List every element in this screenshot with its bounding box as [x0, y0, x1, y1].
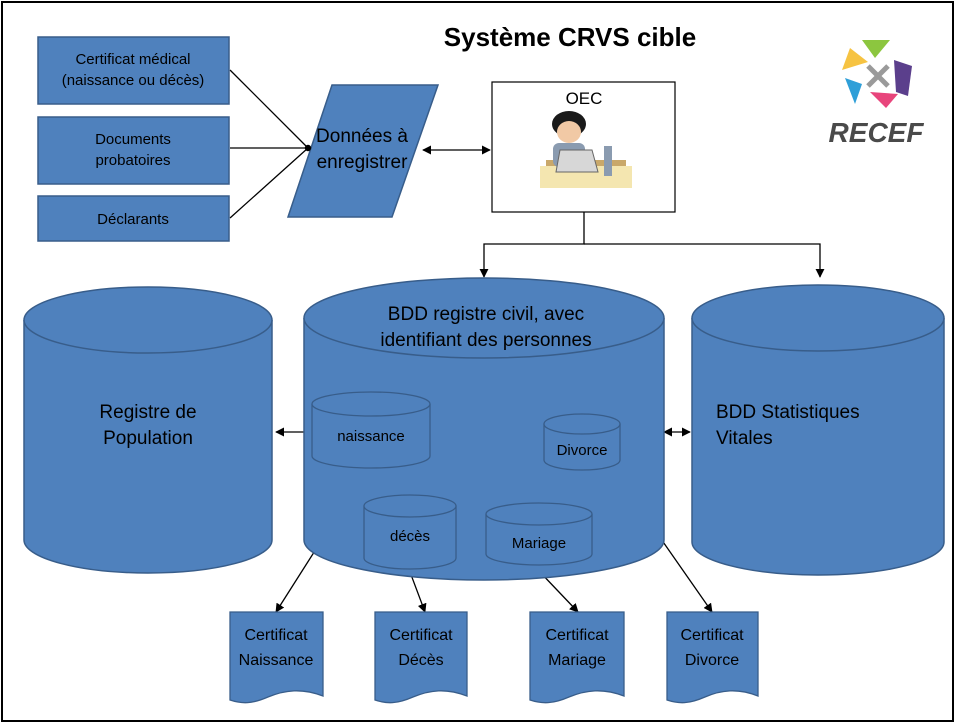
population-register-db: Registre de Population	[23, 286, 273, 574]
connector-death-certificate	[409, 571, 427, 613]
vital-statistics-db: BDD Statistiques Vitales	[691, 284, 945, 576]
input-box-medical-line2: (naissance ou décès)	[62, 72, 205, 89]
officer-box: OEC	[491, 81, 676, 213]
data-to-record-box: Données à enregistrer	[286, 84, 440, 218]
person-at-computer-icon	[540, 111, 632, 188]
data-to-record-line2: enregistrer	[317, 152, 408, 173]
input-box-documents: Documents probatoires	[37, 116, 230, 185]
input-box-medical: Certificat médical (naissance ou décès)	[37, 36, 230, 105]
certificate-birth-line2: Naissance	[239, 652, 314, 669]
connector-input-medical	[229, 69, 309, 149]
connector-officer-civil-db	[479, 212, 585, 278]
input-box-declarants-label: Déclarants	[97, 211, 169, 228]
connector-officer-stats-db	[584, 243, 825, 278]
officer-label: OEC	[566, 89, 603, 108]
certificate-marriage-line1: Certificat	[545, 627, 609, 644]
certificate-death: Certificat Décès	[374, 611, 468, 704]
certificate-divorce-line1: Certificat	[680, 627, 744, 644]
recef-logo: RECEF	[829, 40, 925, 148]
sub-db-death: décès	[363, 494, 457, 570]
vital-statistics-line2: Vitales	[716, 428, 773, 449]
certificate-birth: Certificat Naissance	[229, 611, 324, 704]
sub-db-divorce: Divorce	[543, 413, 621, 471]
merge-point	[304, 144, 312, 152]
civil-registry-line1: BDD registre civil, avec	[388, 304, 584, 325]
certificate-death-line1: Certificat	[389, 627, 453, 644]
certificate-divorce: Certificat Divorce	[666, 611, 759, 704]
sub-db-divorce-label: Divorce	[557, 442, 608, 459]
certificate-death-line2: Décès	[398, 652, 443, 669]
input-box-medical-line1: Certificat médical	[75, 51, 190, 68]
input-box-documents-line1: Documents	[95, 131, 171, 148]
recef-logo-text: RECEF	[829, 117, 925, 148]
sub-db-marriage: Mariage	[485, 502, 593, 566]
sub-db-death-label: décès	[390, 528, 430, 545]
input-box-declarants: Déclarants	[37, 195, 230, 242]
connector-input-declarants	[229, 147, 309, 219]
input-box-documents-line2: probatoires	[95, 152, 170, 169]
population-register-line2: Population	[103, 428, 193, 449]
data-to-record-line1: Données à	[316, 126, 408, 147]
sub-db-marriage-label: Mariage	[512, 535, 566, 552]
certificate-birth-line1: Certificat	[244, 627, 308, 644]
population-register-line1: Registre de	[99, 402, 196, 423]
recef-logo-mark	[842, 40, 912, 108]
sub-db-birth: naissance	[311, 391, 431, 469]
diagram-title: Système CRVS cible	[444, 22, 696, 52]
certificate-divorce-line2: Divorce	[685, 652, 739, 669]
sub-db-birth-label: naissance	[337, 428, 405, 445]
certificate-marriage-line2: Mariage	[548, 652, 606, 669]
certificate-marriage: Certificat Mariage	[529, 611, 625, 704]
vital-statistics-line1: BDD Statistiques	[716, 402, 860, 423]
civil-registry-line2: identifiant des personnes	[380, 330, 591, 351]
